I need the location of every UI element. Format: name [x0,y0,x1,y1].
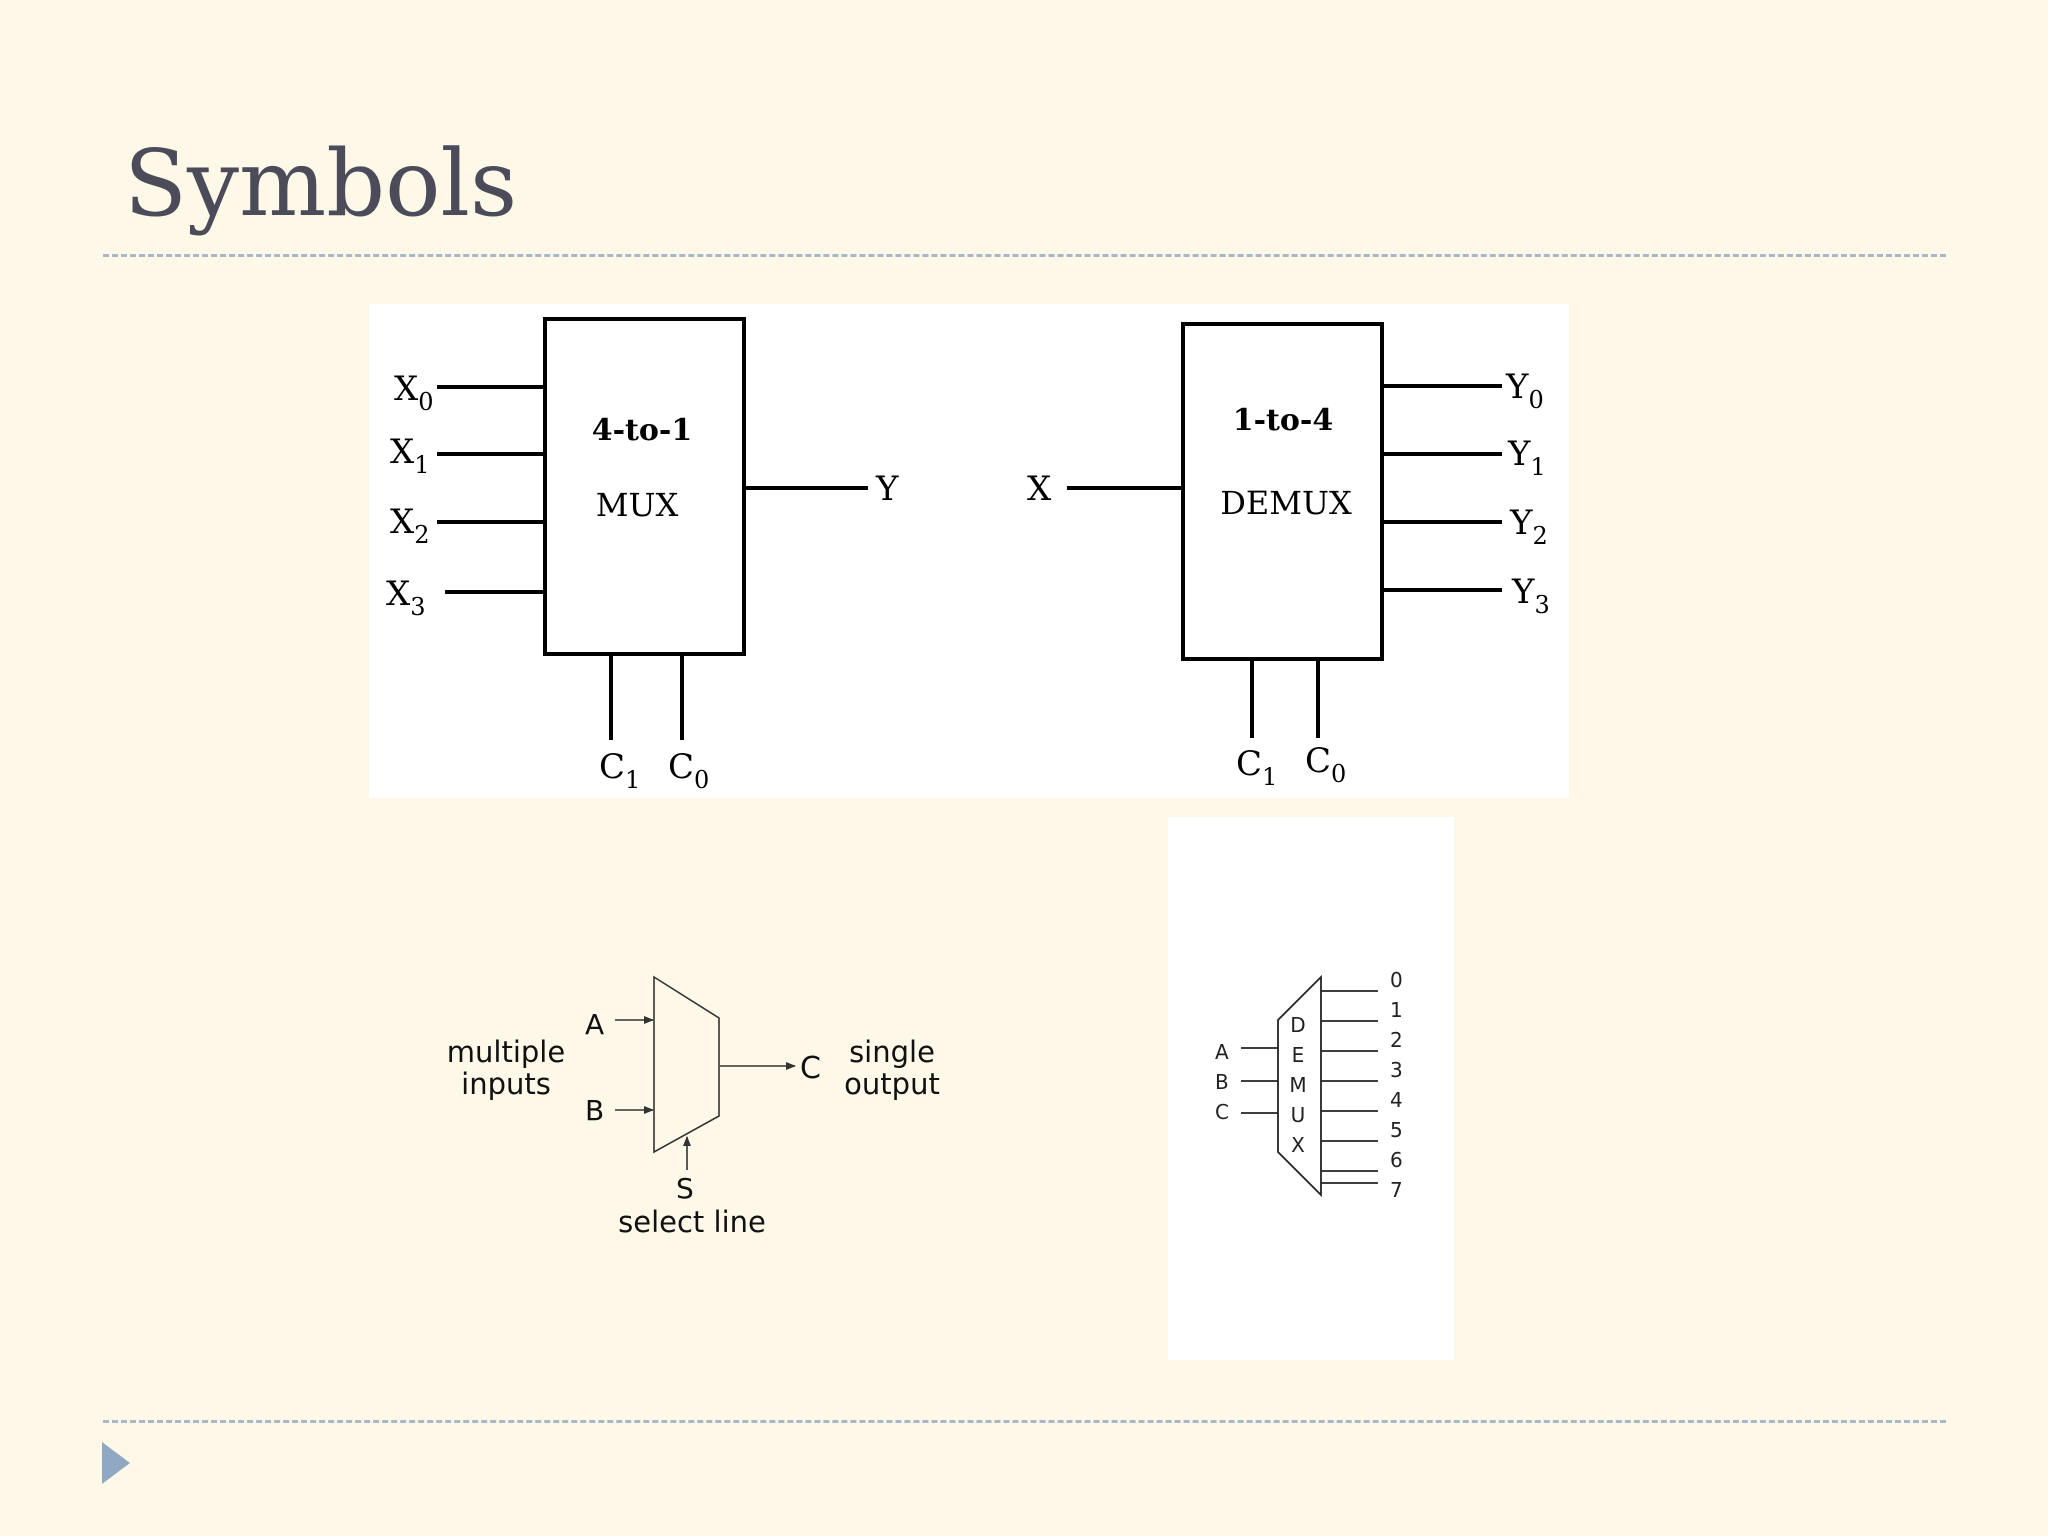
demux-symbol-input-a: A [1215,1040,1229,1064]
mux-symbol-inputs-caption-line2: inputs [461,1067,551,1101]
demux-symbol-input-b: B [1215,1070,1229,1094]
demux-input-label: X [1027,469,1052,509]
demux-control-label-0: C0 [1305,741,1346,788]
mux-symbol-input-a-label: A [585,1008,604,1041]
mux-input-label-1: X1 [390,432,430,479]
demux-symbol-output-3: 3 [1390,1058,1403,1082]
demux-control-label-1: C1 [1236,744,1277,791]
mux-symbol-input-b-label: B [585,1094,604,1127]
demux-symbol-input-labels: A B C [1215,1040,1229,1124]
demux-symbol-letter-d: D [1290,1013,1305,1037]
mux-symbol-body [653,975,720,1154]
demux-symbol [1241,974,1378,1198]
demux-symbol-output-0: 0 [1390,968,1403,992]
mux-control-label-1: C1 [599,747,640,794]
demux-output-label-1: Y1 [1507,434,1546,481]
demux-symbol-body-text: D E M U X [1289,1013,1306,1157]
demux-symbol-output-2: 2 [1390,1028,1403,1052]
next-slide-arrow-icon[interactable] [102,1442,130,1484]
mux-input-label-3: X3 [386,574,426,621]
demux-name-line2: DEMUX [1220,484,1352,522]
demux-output-label-3: Y3 [1511,572,1550,619]
demux-symbol-letter-e: E [1292,1043,1305,1067]
demux-symbol-letter-m: M [1289,1073,1306,1097]
mux-block-body [543,317,746,656]
mux-symbol-inputs-caption-line1: multiple [447,1035,565,1069]
mux-block [437,317,868,740]
demux-symbol-letter-u: U [1291,1103,1306,1127]
demux-output-label-0: Y0 [1505,367,1544,414]
demux-name-line1: 1-to-4 [1233,403,1334,438]
mux-symbol-output-label: C [800,1051,821,1086]
mux-input-label-0: X0 [394,369,434,416]
demux-symbol-output-4: 4 [1390,1088,1403,1112]
slide-title: Symbols [124,130,518,237]
mux-name-line2: MUX [596,486,679,524]
demux-symbol-output-1: 1 [1390,998,1403,1022]
mux-symbol-output-caption-line1: single [849,1035,935,1069]
demux-output-label-2: Y2 [1509,503,1548,550]
footer-divider [103,1420,1946,1423]
mux-symbol-output-caption-line2: output [844,1067,940,1101]
mux-symbol-select-label: S [676,1172,694,1205]
mux-symbol [615,975,796,1170]
mux-name-line1: 4-to-1 [592,413,693,448]
demux-symbol-output-5: 5 [1390,1118,1403,1142]
demux-symbol-letter-x: X [1291,1133,1305,1157]
demux-block [1067,322,1502,738]
demux-block-body [1181,322,1384,661]
mux-input-label-2: X2 [390,502,430,549]
demux-symbol-output-7: 7 [1390,1178,1403,1202]
demux-symbol-output-6: 6 [1390,1148,1403,1172]
demux-symbol-input-c: C [1215,1100,1229,1124]
mux-control-label-0: C0 [668,747,709,794]
title-divider [103,254,1946,257]
demux-symbol-output-labels: 0 1 2 3 4 5 6 7 [1390,968,1403,1202]
mux-output-label: Y [875,469,899,509]
mux-symbol-select-caption: select line [618,1205,766,1239]
demux-symbol-body [1277,974,1322,1198]
